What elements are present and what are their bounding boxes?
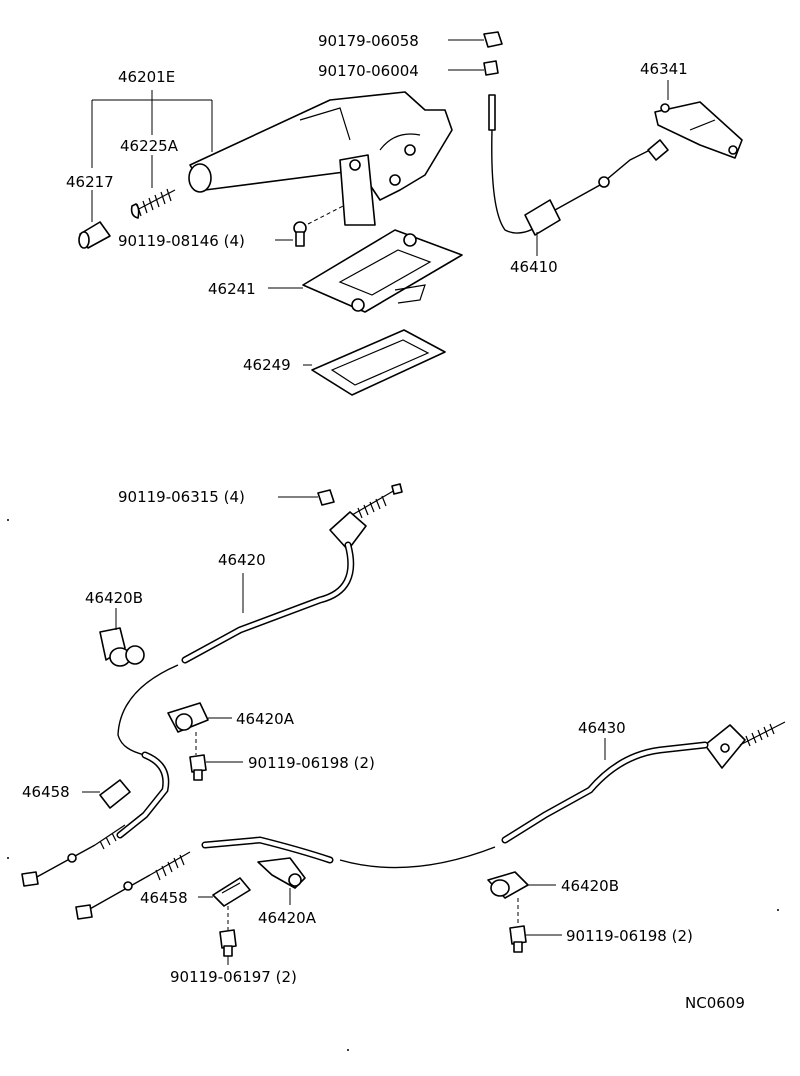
- part-label-90119-06197: 90119-06197 (2): [170, 968, 297, 986]
- clamp-part: [99, 608, 145, 667]
- part-label-46241: 46241: [208, 280, 256, 298]
- rear-cable-left-part: [21, 511, 367, 887]
- part-label-46420B-right: 46420B: [561, 877, 619, 895]
- spring-part: [130, 155, 176, 219]
- part-label-46420A-lower: 46420A: [258, 909, 317, 927]
- part-label-90119-08146: 90119-08146 (4): [118, 232, 245, 250]
- bolt-part: [509, 925, 562, 953]
- part-label-46420B-left: 46420B: [85, 589, 143, 607]
- part-label-46201E: 46201E: [118, 68, 175, 86]
- bolt-part: [275, 204, 346, 247]
- cap-nut-part: [448, 31, 503, 48]
- bolt-part: [278, 483, 403, 519]
- speck: [347, 1049, 349, 1051]
- bolt-part: [219, 929, 237, 965]
- part-label-90119-06315: 90119-06315 (4): [118, 488, 245, 506]
- equalizer-part: [654, 80, 743, 159]
- speck: [7, 857, 9, 859]
- diagram-code: NC0609: [685, 994, 745, 1012]
- part-label-46217: 46217: [66, 173, 114, 191]
- speck: [777, 909, 779, 911]
- part-label-90179-06058: 90179-06058: [318, 32, 419, 50]
- part-label-46458-lower: 46458: [140, 889, 188, 907]
- boot-plate-part: [268, 229, 463, 313]
- part-label-46249: 46249: [243, 356, 291, 374]
- clamp-part: [487, 871, 556, 925]
- part-label-46410: 46410: [510, 258, 558, 276]
- boot-part: [303, 329, 446, 396]
- parking-brake-lever-part: [188, 91, 453, 226]
- part-label-90119-06198-left: 90119-06198 (2): [248, 754, 375, 772]
- part-label-90119-06198-right: 90119-06198 (2): [566, 927, 693, 945]
- part-label-46420A-upper: 46420A: [236, 710, 295, 728]
- knob-part: [78, 190, 111, 249]
- nut-part: [448, 60, 499, 76]
- clip-part: [82, 779, 131, 809]
- part-label-46225A: 46225A: [120, 137, 179, 155]
- part-label-46458-left: 46458: [22, 783, 70, 801]
- rear-cable-right-part: [75, 721, 786, 920]
- part-label-46420: 46420: [218, 551, 266, 569]
- speck: [7, 519, 9, 521]
- clamp-part: [167, 702, 232, 755]
- group-bracket: [91, 90, 213, 168]
- bolt-part: [189, 754, 243, 781]
- clamp-part: [257, 857, 306, 905]
- clip-part: [198, 877, 251, 930]
- part-label-46341: 46341: [640, 60, 688, 78]
- part-label-90170-06004: 90170-06004: [318, 62, 419, 80]
- front-cable-part: [488, 94, 669, 256]
- part-label-46430: 46430: [578, 719, 626, 737]
